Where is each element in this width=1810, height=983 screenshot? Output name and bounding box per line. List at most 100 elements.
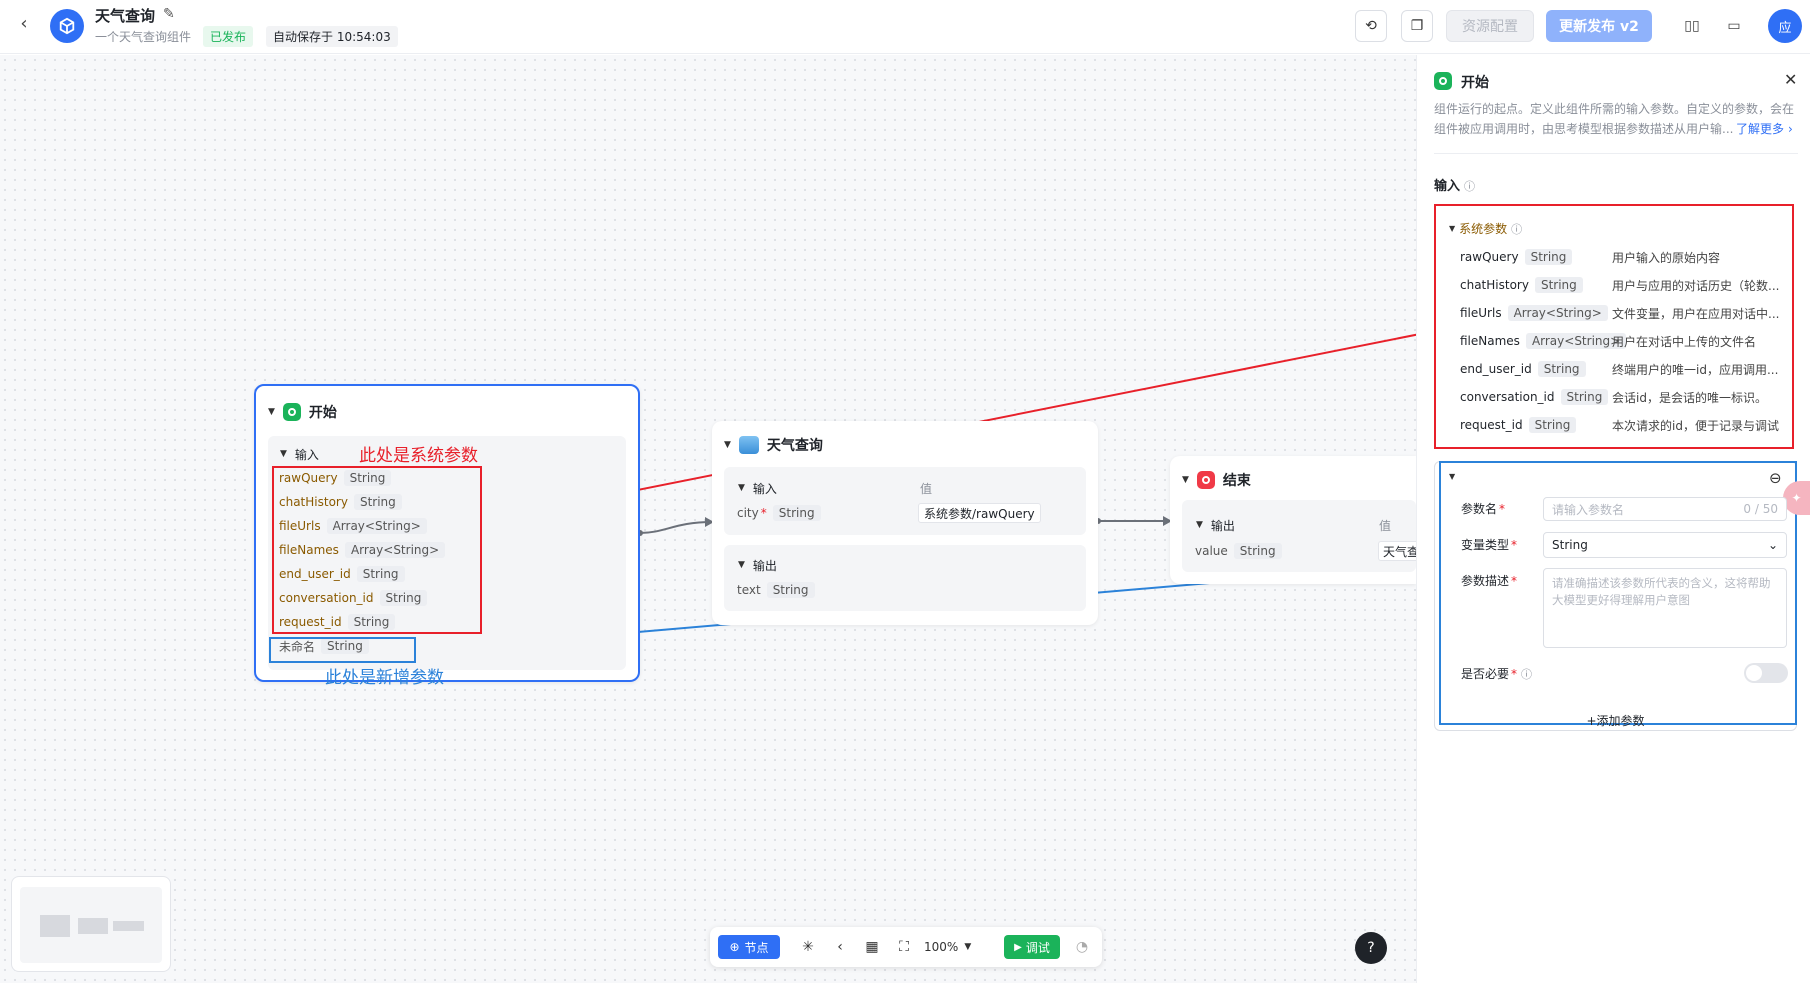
param-name: rawQuery [279, 471, 338, 485]
param-desc-textarea[interactable]: 请准确描述该参数所代表的含义，这将帮助大模型更好得理解用户意图 [1543, 568, 1787, 648]
param-name: chatHistory [1460, 278, 1529, 292]
status-badge: 已发布 [203, 26, 254, 47]
collapse-icon[interactable]: ▼ [724, 440, 731, 450]
param-type: String [353, 494, 402, 510]
help-button[interactable]: ? [1355, 932, 1387, 964]
run-debug-button[interactable]: ▶调试 [1004, 935, 1060, 959]
list-item[interactable]: fileNames Array<String> [279, 540, 446, 560]
end-output-header[interactable]: ▼输出 [1196, 515, 1235, 535]
param-name: conversation_id [1460, 390, 1555, 404]
input-label: 输入 [294, 447, 319, 462]
collapse-icon[interactable]: ▼ [268, 407, 275, 417]
add-param-button[interactable]: +添加参数 [1586, 713, 1645, 728]
weather-node[interactable]: ▼ 天气查询 [712, 421, 1098, 625]
auto-layout-icon[interactable]: ✳ [802, 939, 814, 955]
back-icon[interactable]: ‹ [20, 13, 28, 34]
add-node-button[interactable]: ⊕节点 [718, 935, 780, 959]
end-node-title: 结束 [1222, 473, 1251, 489]
required-mark: * [1511, 574, 1518, 588]
start-input-section [268, 436, 626, 670]
copy-icon[interactable]: ❐ [1401, 10, 1433, 42]
learn-more-link[interactable]: 了解更多› [1736, 120, 1793, 137]
param-type: String [347, 614, 396, 630]
input-placeholder: 请输入参数名 [1552, 502, 1625, 517]
close-icon[interactable]: ✕ [1784, 70, 1798, 89]
grid-icon[interactable]: ▦ [865, 939, 879, 955]
history-icon[interactable]: ⟲ [1355, 10, 1387, 42]
comment-icon[interactable]: ▭ [1727, 18, 1741, 34]
collapse-icon[interactable]: ▼ [738, 560, 745, 570]
connector-style-icon[interactable]: ‹ [837, 939, 843, 955]
minimap[interactable] [11, 876, 171, 972]
var-type-select[interactable]: String⌄ [1543, 532, 1787, 558]
param-name: request_id [1460, 418, 1523, 432]
autosave-badge: 自动保存于 10:54:03 [266, 26, 398, 47]
resource-config-button[interactable]: 资源配置 [1446, 10, 1534, 42]
param-name: value [1195, 544, 1228, 558]
weather-input-header[interactable]: ▼输入 [738, 478, 777, 498]
required-toggle-label: 是否必要*ⓘ [1461, 665, 1532, 682]
param-type: String [1537, 361, 1586, 377]
param-desc: 用户输入的原始内容 [1612, 250, 1721, 265]
param-type: String [343, 470, 392, 486]
panel-title: 开始 [1461, 75, 1489, 91]
remove-param-icon[interactable]: ⊖ [1769, 469, 1782, 487]
param-name: fileUrls [279, 519, 321, 533]
collapse-icon[interactable]: ▼ [738, 483, 745, 493]
collapse-icon[interactable]: ▼ [1182, 475, 1189, 485]
list-item[interactable]: rawQuery String [279, 468, 392, 488]
param-name: text [737, 583, 761, 597]
help-circle-icon[interactable]: ⓘ [1464, 180, 1476, 193]
required-mark: * [760, 506, 767, 520]
field-label-text: 变量类型 [1461, 538, 1510, 552]
annotation-system-params: 此处是系统参数 [359, 446, 478, 466]
annotation-new-params: 此处是新增参数 [325, 668, 444, 688]
param-desc: 终端用户的唯一id，应用调用... [1612, 362, 1779, 377]
floating-assistant-icon[interactable]: ✦ [1783, 481, 1810, 515]
param-name: fileNames [279, 543, 339, 557]
collapse-icon[interactable]: ▼ [280, 449, 287, 459]
avatar[interactable]: 应 [1768, 9, 1802, 43]
weather-output-header[interactable]: ▼输出 [738, 555, 777, 575]
book-icon[interactable]: ▯▯ [1684, 18, 1700, 34]
param-type: String [1524, 249, 1573, 265]
collapse-icon[interactable]: ▼ [1449, 472, 1456, 481]
help-circle-icon[interactable]: ⓘ [1511, 222, 1523, 236]
collapse-icon[interactable]: ▼ [1449, 224, 1456, 233]
param-type: Array<String> [344, 542, 446, 558]
required-toggle[interactable] [1744, 663, 1788, 683]
publish-button[interactable]: 更新发布 v2 [1546, 10, 1652, 42]
system-params-highlight [1434, 204, 1794, 449]
param-name: fileUrls [1460, 306, 1502, 320]
var-type-label: 变量类型* [1461, 536, 1517, 553]
param-value[interactable]: 天气查 [1378, 541, 1416, 561]
param-name: end_user_id [1460, 362, 1532, 376]
start-node[interactable]: ▼ 开始 [254, 384, 640, 682]
list-item[interactable]: city*String [737, 503, 821, 523]
start-icon [282, 403, 301, 421]
edit-icon[interactable]: ✎ [163, 6, 175, 22]
collapse-icon[interactable]: ▼ [1196, 520, 1203, 530]
help-circle-icon[interactable]: ⓘ [1521, 668, 1533, 681]
start-icon [1434, 72, 1452, 90]
zoom-select[interactable]: 100%▼ [924, 935, 971, 959]
chevron-down-icon: ▼ [964, 942, 972, 952]
fit-view-icon[interactable]: ⛶ [899, 939, 909, 955]
app-title: 天气查询 [95, 7, 156, 25]
param-value[interactable]: 系统参数/rawQuery [918, 503, 1041, 523]
run-history-icon[interactable]: ◔ [1075, 939, 1089, 955]
start-input-header[interactable]: ▼ 输入 [280, 444, 319, 464]
end-node[interactable]: ▼ 结束 [1170, 456, 1416, 584]
